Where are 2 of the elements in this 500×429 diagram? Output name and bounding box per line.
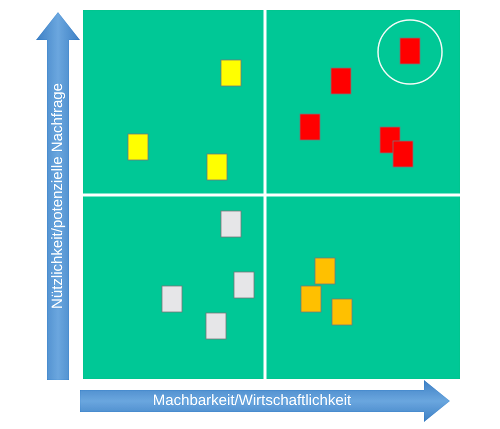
axis-label: Machbarkeit/Wirtschaftlichkeit (152, 392, 352, 410)
axis-label: Nützlichkeit/potenzielle Nachfrage (49, 83, 67, 309)
